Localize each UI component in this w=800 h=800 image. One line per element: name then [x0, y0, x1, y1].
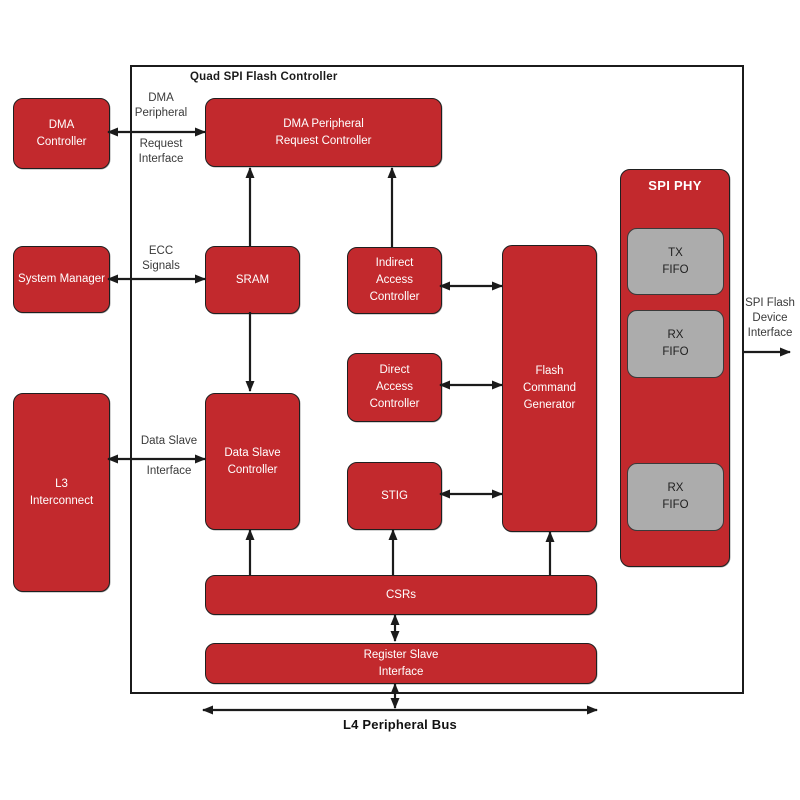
text-line: FIFO — [662, 263, 689, 276]
text-line: System Manager — [18, 273, 105, 285]
text-line: Controller — [227, 463, 278, 476]
text-line: Indirect — [375, 257, 414, 269]
text-line: ECC — [148, 245, 174, 257]
label-l4-peripheral-bus: L4 Peripheral Bus — [343, 717, 457, 732]
block-tx-fifo: TX FIFO — [627, 228, 724, 295]
text-line: SPI Flash — [745, 297, 795, 309]
text-line: Access — [375, 274, 414, 286]
text-line: Request Controller — [275, 134, 372, 147]
text-line: Data Slave — [140, 435, 198, 447]
text-line: Controller — [369, 291, 420, 303]
text-line: Interface — [747, 327, 793, 339]
text-line: DMA Peripheral — [283, 117, 364, 130]
label-ecc-signals: ECC Signals — [130, 244, 192, 274]
text-line: Generator — [523, 399, 576, 411]
block-sram: SRAM — [205, 246, 300, 314]
text-line: SRAM — [235, 273, 270, 286]
text-line: Interconnect — [29, 494, 94, 507]
text-line: Access — [375, 381, 414, 393]
text-line: TX — [668, 246, 683, 259]
text-line: DMA — [148, 92, 174, 104]
text-line: Command — [522, 382, 577, 394]
text-line: FIFO — [662, 346, 689, 358]
text-line: Interface — [146, 465, 192, 477]
block-rx-fifo-2: RX FIFO — [627, 463, 724, 531]
text-line: Request — [139, 138, 183, 150]
text-line: Signals — [142, 260, 180, 272]
text-line: Direct — [379, 364, 410, 376]
block-stig: STIG — [347, 462, 442, 530]
text-line: Device — [752, 312, 788, 324]
text-line: Interface — [378, 665, 424, 678]
spi-phy-title: SPI PHY — [648, 178, 702, 193]
text-line: Controller — [369, 398, 420, 410]
diagram-title: Quad SPI Flash Controller — [190, 71, 338, 83]
label-dma-peripheral-interface-top: DMA Peripheral — [130, 91, 192, 121]
text-line: Data Slave — [224, 446, 281, 459]
text-line: DMA — [48, 118, 75, 131]
block-csrs: CSRs — [205, 575, 597, 615]
label-data-slave-interface-top: Data Slave — [134, 434, 204, 449]
text-line: RX — [667, 329, 684, 341]
text-line: Flash — [535, 365, 564, 377]
block-rx-fifo-1: RX FIFO — [627, 310, 724, 378]
text-line: Peripheral — [134, 107, 188, 119]
text-line: CSRs — [385, 588, 417, 601]
block-system-manager: System Manager — [13, 246, 110, 313]
text-line: STIG — [381, 489, 408, 502]
controller-boundary-box — [130, 65, 744, 694]
label-data-slave-interface-bottom: Interface — [134, 464, 204, 479]
block-dma-controller: DMA Controller — [13, 98, 110, 169]
text-line: Controller — [36, 135, 87, 148]
text-line: RX — [667, 482, 684, 494]
text-line: Interface — [138, 153, 184, 165]
text-line: FIFO — [662, 499, 689, 511]
text-line: Register Slave — [363, 648, 439, 661]
text-line: L3 — [55, 477, 68, 490]
